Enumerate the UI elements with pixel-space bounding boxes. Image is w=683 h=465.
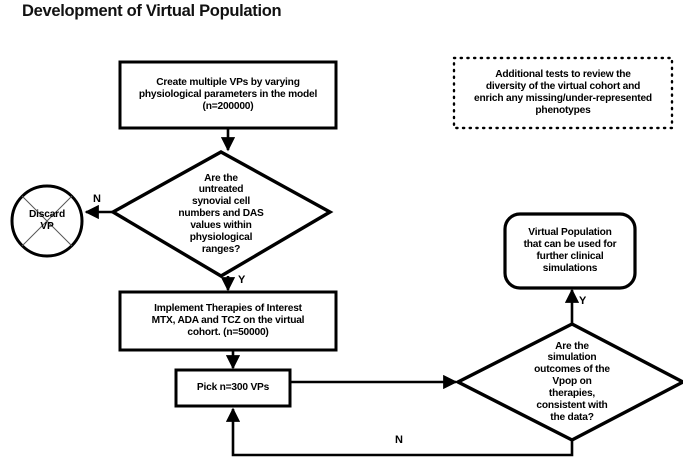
shape-simulation-outcomes-decision-diamond xyxy=(454,322,683,442)
connector-outcomes-no-loop-back-to-pick xyxy=(225,407,574,457)
shape-untreated-decision-diamond xyxy=(109,150,334,278)
shape-create-vps-box xyxy=(118,60,338,130)
shape-discard-cross-line-b xyxy=(21,195,73,247)
shape-virtual-population-box xyxy=(503,212,637,290)
shape-implement-therapies-box xyxy=(118,290,338,352)
shape-pick-vps-box xyxy=(174,368,292,408)
page-title: Development of Virtual Population xyxy=(22,2,282,20)
shape-additional-tests-note xyxy=(452,56,674,130)
